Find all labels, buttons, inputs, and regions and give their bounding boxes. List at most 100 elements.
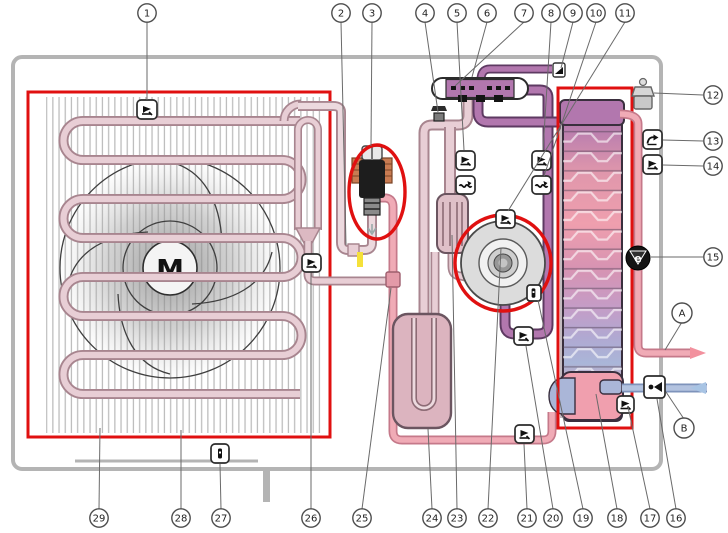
callout-27: 27 bbox=[211, 508, 231, 528]
plate-heat-exchanger bbox=[548, 99, 625, 422]
callout-B: B bbox=[673, 417, 695, 439]
callout-9: 9 bbox=[563, 3, 583, 23]
pipe-fitting bbox=[347, 243, 360, 257]
suction-assembly bbox=[418, 98, 484, 313]
svg-text:22: 22 bbox=[482, 514, 495, 525]
svg-text:17: 17 bbox=[644, 514, 657, 525]
svg-text:27: 27 bbox=[215, 514, 228, 525]
svg-text:23: 23 bbox=[451, 514, 464, 525]
evaporator-highlight-box bbox=[26, 90, 332, 439]
callout-markers: 1 2 3 4 5 6 7 8 9 10 11 12 13 14 15 A B … bbox=[89, 3, 723, 528]
svg-text:B: B bbox=[681, 424, 688, 435]
callout-16: 16 bbox=[666, 508, 686, 528]
svg-text:18: 18 bbox=[611, 514, 624, 525]
return-temp-sensor bbox=[616, 395, 635, 414]
evaporator-coil-assembly: M bbox=[46, 97, 322, 433]
callout-leaders bbox=[98, 21, 704, 510]
svg-text:A: A bbox=[679, 309, 686, 320]
svg-text:13: 13 bbox=[707, 137, 720, 148]
callout-A: A bbox=[671, 302, 693, 324]
callout-5: 5 bbox=[447, 3, 467, 23]
svg-text:15: 15 bbox=[707, 253, 720, 264]
svg-text:16: 16 bbox=[670, 514, 683, 525]
callout-15: 15 bbox=[703, 247, 723, 267]
callout-18: 18 bbox=[607, 508, 627, 528]
callout-17: 17 bbox=[640, 508, 660, 528]
callout-28: 28 bbox=[171, 508, 191, 528]
callout-13: 13 bbox=[703, 131, 723, 151]
svg-text:12: 12 bbox=[707, 91, 720, 102]
four-way-valve bbox=[431, 77, 529, 102]
svg-text:9: 9 bbox=[570, 9, 576, 20]
callout-24: 24 bbox=[422, 508, 442, 528]
svg-text:29: 29 bbox=[93, 514, 106, 525]
callout-26: 26 bbox=[301, 508, 321, 528]
callout-14: 14 bbox=[703, 156, 723, 176]
coil-outlet-pipe bbox=[303, 241, 386, 286]
svg-text:26: 26 bbox=[305, 514, 318, 525]
callout-12: 12 bbox=[703, 85, 723, 105]
compressor-body-sensor bbox=[526, 284, 542, 302]
flow-direction-arrow bbox=[367, 224, 377, 236]
svg-text:7: 7 bbox=[521, 9, 527, 20]
yellow-marker bbox=[357, 252, 363, 267]
discharge-piping bbox=[472, 64, 561, 340]
discharge-line-sensor bbox=[513, 326, 534, 346]
water-flow-sensor bbox=[642, 129, 663, 150]
callout-10: 10 bbox=[586, 3, 606, 23]
water-flow-piping bbox=[619, 109, 690, 358]
callout-1: 1 bbox=[137, 3, 157, 23]
compressor bbox=[460, 220, 546, 306]
svg-text:11: 11 bbox=[619, 9, 632, 20]
discharge-pressure-sensor bbox=[531, 175, 552, 195]
hx-top-header bbox=[559, 99, 625, 126]
callout-6: 6 bbox=[477, 3, 497, 23]
suction-pressure-sensor bbox=[455, 175, 476, 195]
compressor-top-sensor bbox=[495, 209, 516, 229]
callout-4: 4 bbox=[415, 3, 435, 23]
sensors bbox=[136, 99, 663, 464]
hx-fins bbox=[556, 106, 566, 418]
svg-text:19: 19 bbox=[577, 514, 590, 525]
callout-23: 23 bbox=[447, 508, 467, 528]
svg-text:25: 25 bbox=[356, 514, 369, 525]
svg-text:5: 5 bbox=[454, 9, 460, 20]
svg-text:1: 1 bbox=[144, 9, 150, 20]
svg-text:8: 8 bbox=[548, 9, 554, 20]
circulation-pump: e bbox=[625, 245, 651, 271]
svg-text:28: 28 bbox=[175, 514, 188, 525]
callout-8: 8 bbox=[541, 3, 561, 23]
coil-riser-pipe bbox=[298, 101, 377, 257]
liquid-line-pipe bbox=[378, 193, 557, 445]
liquid-line-sensor bbox=[514, 424, 535, 444]
svg-text:4: 4 bbox=[422, 9, 428, 20]
service-valve bbox=[431, 106, 447, 122]
shutoff-valve bbox=[552, 62, 566, 78]
svg-text:14: 14 bbox=[707, 162, 720, 173]
callout-25: 25 bbox=[352, 508, 372, 528]
svg-text:24: 24 bbox=[426, 514, 439, 525]
callout-22: 22 bbox=[478, 508, 498, 528]
callout-2: 2 bbox=[331, 3, 351, 23]
callout-7: 7 bbox=[514, 3, 534, 23]
hx-blue-port bbox=[599, 379, 623, 395]
svg-text:6: 6 bbox=[484, 9, 490, 20]
callout-3: 3 bbox=[362, 3, 382, 23]
casing-foot bbox=[263, 469, 270, 502]
svg-text:10: 10 bbox=[590, 9, 603, 20]
liquid-line-joint bbox=[385, 271, 401, 288]
receiver-vessel bbox=[391, 312, 453, 430]
pump-label: e bbox=[634, 252, 641, 265]
callout-20: 20 bbox=[543, 508, 563, 528]
callout-19: 19 bbox=[573, 508, 593, 528]
expansion-valve-highlight-circle bbox=[347, 143, 407, 241]
callout-29: 29 bbox=[89, 508, 109, 528]
evaporator-air-sensor bbox=[136, 99, 158, 120]
flow-out-arrow bbox=[690, 347, 706, 359]
callout-11: 11 bbox=[615, 3, 635, 23]
flow-in-arrow bbox=[690, 382, 706, 394]
callout-21: 21 bbox=[517, 508, 537, 528]
coil-temp-sensor bbox=[301, 253, 322, 273]
